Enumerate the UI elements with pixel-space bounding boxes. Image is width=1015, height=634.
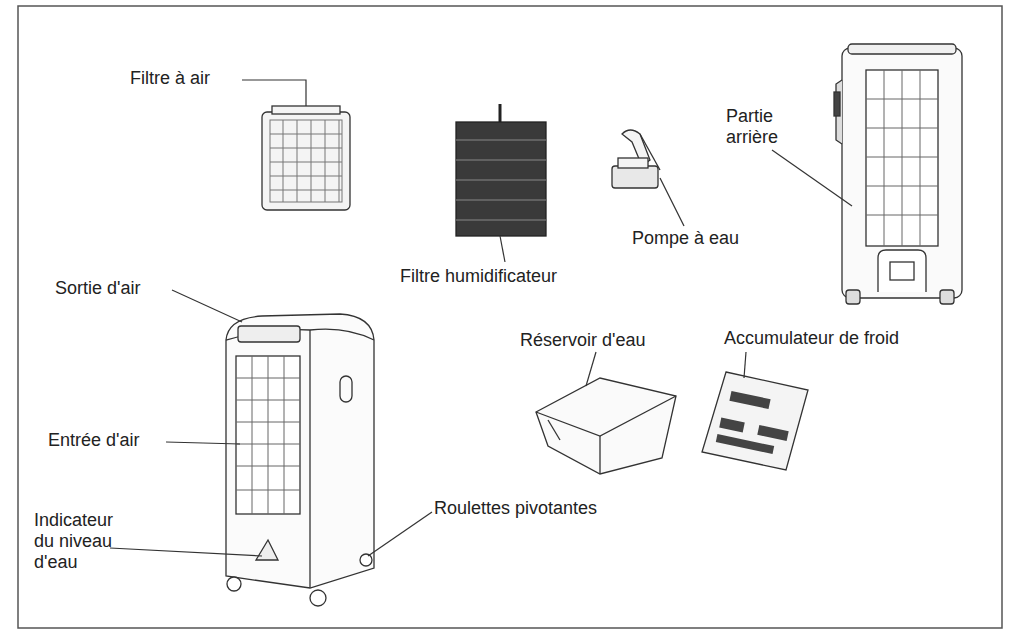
- part-label: Entrée d'air: [48, 430, 178, 451]
- back-view-unit: [834, 44, 962, 304]
- part-label: Indicateur du niveau d'eau: [34, 510, 124, 573]
- frame: [18, 6, 1002, 628]
- part-label: Accumulateur de froid: [724, 328, 964, 349]
- part-label: Filtre à air: [130, 68, 250, 89]
- air-filter: [262, 106, 350, 210]
- cold-accumulator: [702, 372, 808, 470]
- part-label: Partie arrière: [726, 106, 796, 148]
- part-label: Filtre humidificateur: [400, 266, 620, 287]
- part-label: Roulettes pivotantes: [434, 498, 654, 519]
- part-label: Sortie d'air: [55, 278, 185, 299]
- part-label: Pompe à eau: [632, 228, 792, 249]
- humidifier-filter: [456, 104, 546, 236]
- part-label: Réservoir d'eau: [520, 330, 680, 351]
- water-pump: [612, 130, 660, 188]
- water-tank: [536, 378, 676, 474]
- leader-lines: [110, 80, 852, 556]
- front-view-unit: [226, 314, 374, 606]
